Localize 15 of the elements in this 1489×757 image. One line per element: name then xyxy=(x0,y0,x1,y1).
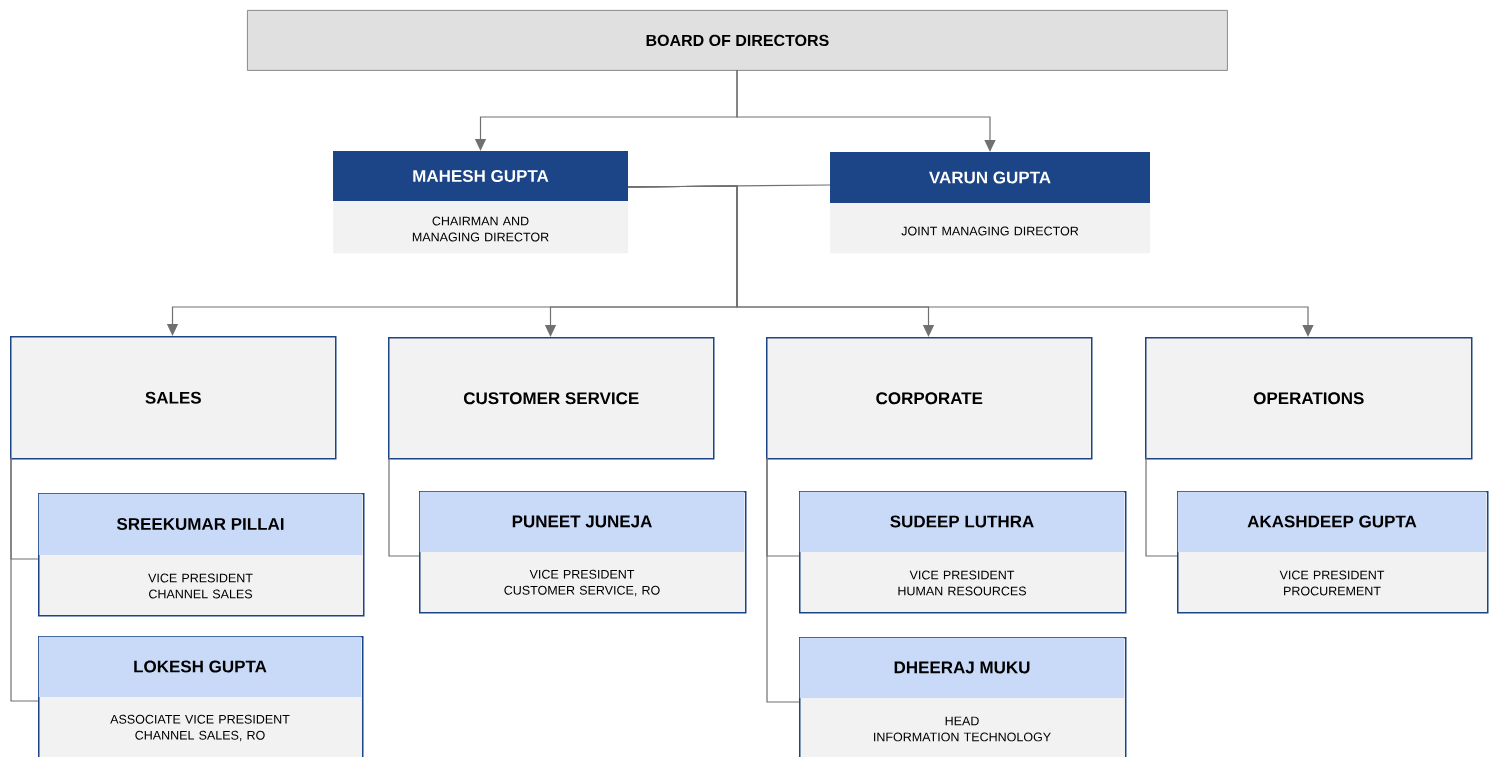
person-card: MAHESH GUPTA CHAIRMAN AND MANAGING DIRECTOR xyxy=(333,151,629,254)
person-card: SUDEEP LUTHRA VICE PRESIDENT HUMAN RESOURCES xyxy=(799,491,1127,614)
person-card: LOKESH GUPTA ASSOCIATE VICE PRESIDENT CHANNEL SALES, RO xyxy=(38,636,364,757)
department-box: OPERATIONS xyxy=(1145,337,1473,460)
person-card: PUNEET JUNEJA VICE PRESIDENT CUSTOMER SERVICE, RO xyxy=(419,491,747,614)
department-box: CORPORATE xyxy=(766,337,1093,460)
person-card: AKASHDEEP GUPTA VICE PRESIDENT PROCUREMENT xyxy=(1177,491,1489,614)
department-box: SALES xyxy=(10,336,337,460)
connector-arrow xyxy=(736,69,996,152)
person-card: SREEKUMAR PILLAI VICE PRESIDENT CHANNEL SALES xyxy=(38,493,365,617)
person-card: DHEERAJ MUKU HEAD INFORMATION TECHNOLOGY xyxy=(799,637,1127,757)
connector-arrow xyxy=(627,185,1314,337)
title-box: BOARD OF DIRECTORS xyxy=(247,10,1228,71)
department-box: CUSTOMER SERVICE xyxy=(388,337,715,460)
person-card: VARUN GUPTA JOINT MANAGING DIRECTOR xyxy=(830,152,1151,254)
